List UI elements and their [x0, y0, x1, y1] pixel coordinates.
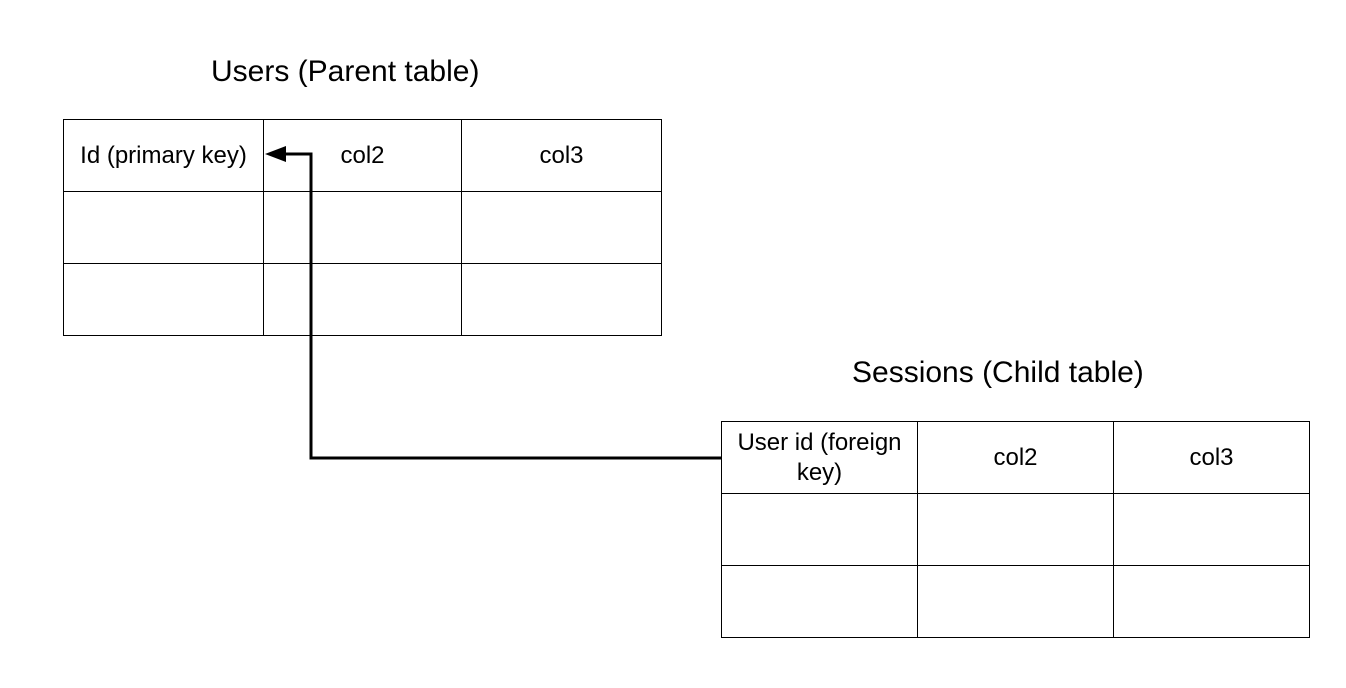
child-table-cell — [721, 565, 918, 638]
parent-table-row — [63, 263, 662, 336]
child-header-cell-foreign-key: User id (foreign key) — [721, 421, 918, 494]
child-header-cell-col3: col3 — [1113, 421, 1310, 494]
child-table-row — [721, 493, 1310, 566]
child-header-col2-label: col2 — [993, 443, 1038, 471]
parent-header-cell-col2: col2 — [263, 119, 462, 192]
child-table-cell — [917, 493, 1114, 566]
child-table-row — [721, 565, 1310, 638]
parent-header-col3-label: col3 — [539, 141, 584, 169]
parent-header-col2-label: col2 — [340, 141, 385, 169]
parent-table-cell — [461, 191, 662, 264]
parent-table-cell — [263, 191, 462, 264]
parent-header-cell-primary-key: Id (primary key) — [63, 119, 264, 192]
child-table-title: Sessions (Child table) — [852, 356, 1144, 389]
parent-header-cell-col3: col3 — [461, 119, 662, 192]
parent-table-row — [63, 191, 662, 264]
child-table-cell — [917, 565, 1114, 638]
child-table-cell — [1113, 565, 1310, 638]
parent-table-cell — [63, 263, 264, 336]
child-header-foreign-key-label: User id (foreign key) — [737, 428, 902, 486]
child-table-header-row: User id (foreign key) col2 col3 — [721, 421, 1310, 494]
parent-table: Id (primary key) col2 col3 — [63, 119, 662, 336]
child-table-cell — [1113, 493, 1310, 566]
parent-table-title: Users (Parent table) — [211, 55, 480, 88]
child-header-cell-col2: col2 — [917, 421, 1114, 494]
parent-table-cell — [63, 191, 264, 264]
child-table-cell — [721, 493, 918, 566]
parent-table-header-row: Id (primary key) col2 col3 — [63, 119, 662, 192]
child-header-col3-label: col3 — [1189, 443, 1234, 471]
parent-table-cell — [461, 263, 662, 336]
parent-header-primary-key-label: Id (primary key) — [80, 141, 247, 169]
child-table: User id (foreign key) col2 col3 — [721, 421, 1310, 638]
parent-table-cell — [263, 263, 462, 336]
